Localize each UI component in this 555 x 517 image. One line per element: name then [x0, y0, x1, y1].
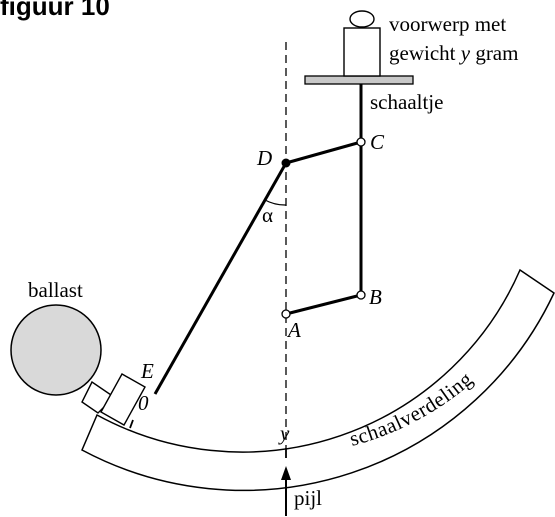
scale-zero-label: 0: [138, 391, 149, 415]
scale-tick-zero: [129, 419, 134, 429]
point-A-label: A: [286, 318, 301, 342]
rod-D-E: [153, 162, 288, 395]
rod-D-C: [285, 140, 362, 165]
joint-A: [281, 309, 291, 319]
weight-block: [343, 27, 381, 77]
point-C-label: C: [370, 130, 385, 154]
object-label-line1: voorwerp met: [389, 12, 506, 36]
joint-C: [356, 137, 366, 147]
arrow-label: pijl: [294, 486, 322, 510]
point-D-label: D: [256, 146, 272, 170]
scale-arc: [81, 268, 555, 492]
angle-alpha-arc: [264, 199, 287, 206]
point-E-label: E: [140, 359, 154, 383]
arrow-head: [281, 466, 291, 480]
joint-D: [281, 158, 291, 168]
weight-knob: [349, 10, 375, 28]
figure-title: figuur 10: [0, 0, 110, 21]
rod-B-A: [285, 293, 362, 316]
angle-label: α: [262, 203, 273, 227]
pan-label: schaaltje: [370, 90, 443, 114]
point-B-label: B: [369, 285, 382, 309]
joint-B: [356, 290, 366, 300]
object-label-line2: gewicht y gram: [389, 41, 518, 65]
ballast-circle: [10, 304, 102, 396]
scale-mount: [100, 373, 146, 426]
ballast-label: ballast: [28, 278, 83, 302]
scale-y-label: y: [278, 421, 290, 445]
pan-plate: [304, 75, 414, 85]
ballast-arm: [81, 380, 116, 414]
